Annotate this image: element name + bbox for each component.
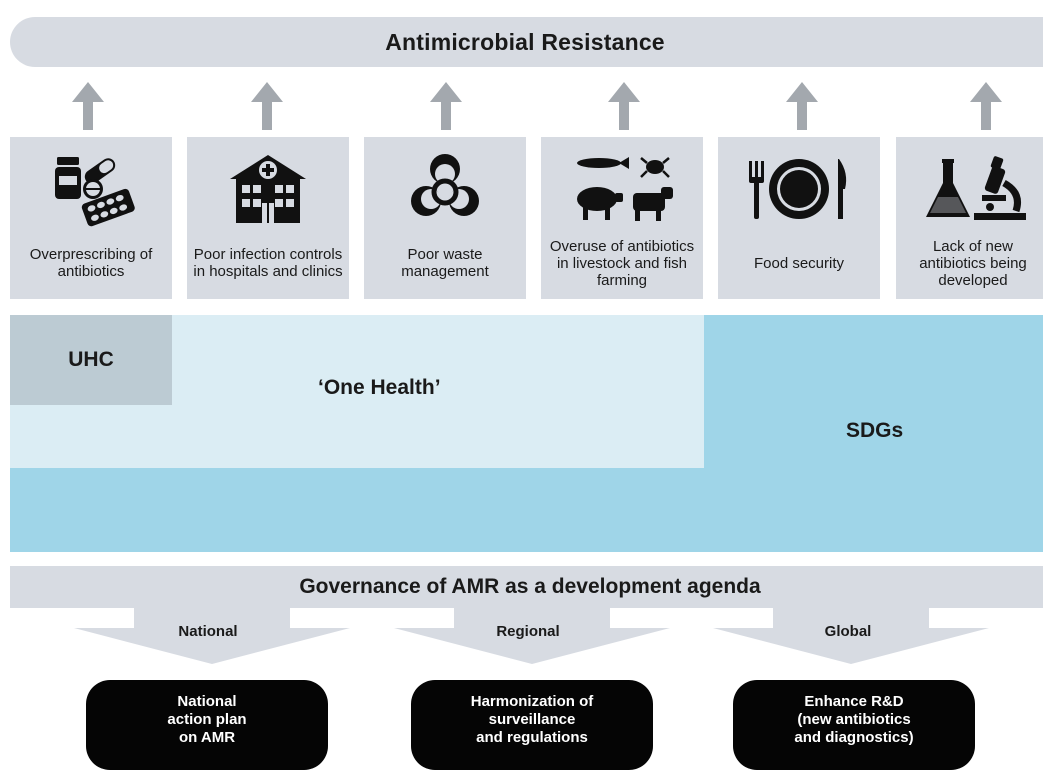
driver-label: Overuse of antibiotics in livestock and … bbox=[549, 237, 695, 289]
arrow-down-icon bbox=[74, 608, 350, 664]
flask-microscope-icon bbox=[896, 145, 1043, 233]
sdgs-label: SDGs bbox=[846, 419, 904, 442]
pills-icon bbox=[10, 145, 172, 233]
action-regional: Harmonization of surveillance and regula… bbox=[411, 680, 653, 770]
action-line: surveillance bbox=[488, 711, 576, 728]
action-line: action plan bbox=[167, 711, 247, 728]
driver-card-overprescribing: Overprescribing of antibiotics bbox=[10, 137, 172, 299]
governance-banner: Governance of AMR as a development agend… bbox=[10, 566, 1043, 608]
uhc-region: UHC bbox=[10, 315, 172, 405]
arrow-down-icon bbox=[394, 608, 670, 664]
level-global: Global bbox=[824, 623, 872, 640]
action-line: on AMR bbox=[178, 729, 236, 746]
arrow-up-icon bbox=[251, 82, 283, 130]
action-line: Harmonization of bbox=[470, 693, 594, 710]
livestock-icon bbox=[541, 145, 703, 233]
governance-title: Governance of AMR as a development agend… bbox=[299, 575, 761, 598]
level-national: National bbox=[178, 623, 238, 640]
driver-card-livestock: Overuse of antibiotics in livestock and … bbox=[541, 137, 703, 299]
one-health-label: ‘One Health’ bbox=[318, 376, 441, 399]
action-national: National action plan on AMR bbox=[86, 680, 328, 770]
driver-card-infection-control: Poor infection controls in hospitals and… bbox=[187, 137, 349, 299]
biohazard-icon bbox=[364, 145, 526, 233]
uhc-label: UHC bbox=[68, 348, 114, 371]
driver-label: Poor infection controls in hospitals and… bbox=[193, 246, 343, 280]
plate-cutlery-icon bbox=[718, 145, 880, 233]
driver-label: Food security bbox=[753, 254, 845, 272]
title-banner: Antimicrobial Resistance bbox=[10, 17, 1043, 67]
arrow-up-icon bbox=[608, 82, 640, 130]
driver-label: Overprescribing of antibiotics bbox=[29, 246, 153, 280]
action-line: Enhance R&D bbox=[804, 693, 904, 710]
action-global: Enhance R&D (new antibiotics and diagnos… bbox=[733, 680, 975, 770]
diagram-title: Antimicrobial Resistance bbox=[385, 28, 665, 55]
driver-label: Lack of new antibiotics being developed bbox=[919, 237, 1027, 289]
driver-card-food-security: Food security bbox=[718, 137, 880, 299]
driver-card-waste: Poor waste management bbox=[364, 137, 526, 299]
action-line: National bbox=[177, 693, 237, 710]
arrow-up-icon bbox=[72, 82, 104, 130]
action-line: and regulations bbox=[476, 729, 588, 746]
level-regional: Regional bbox=[496, 623, 560, 640]
action-line: (new antibiotics bbox=[797, 711, 911, 728]
driver-card-new-antibiotics: Lack of new antibiotics being developed bbox=[896, 137, 1043, 299]
arrow-down-icon bbox=[713, 608, 989, 664]
arrow-up-icon bbox=[786, 82, 818, 130]
hospital-icon bbox=[187, 145, 349, 233]
action-line: and diagnostics) bbox=[794, 729, 914, 746]
driver-label: Poor waste management bbox=[401, 246, 489, 280]
arrow-up-icon bbox=[970, 82, 1002, 130]
arrow-up-icon bbox=[430, 82, 462, 130]
